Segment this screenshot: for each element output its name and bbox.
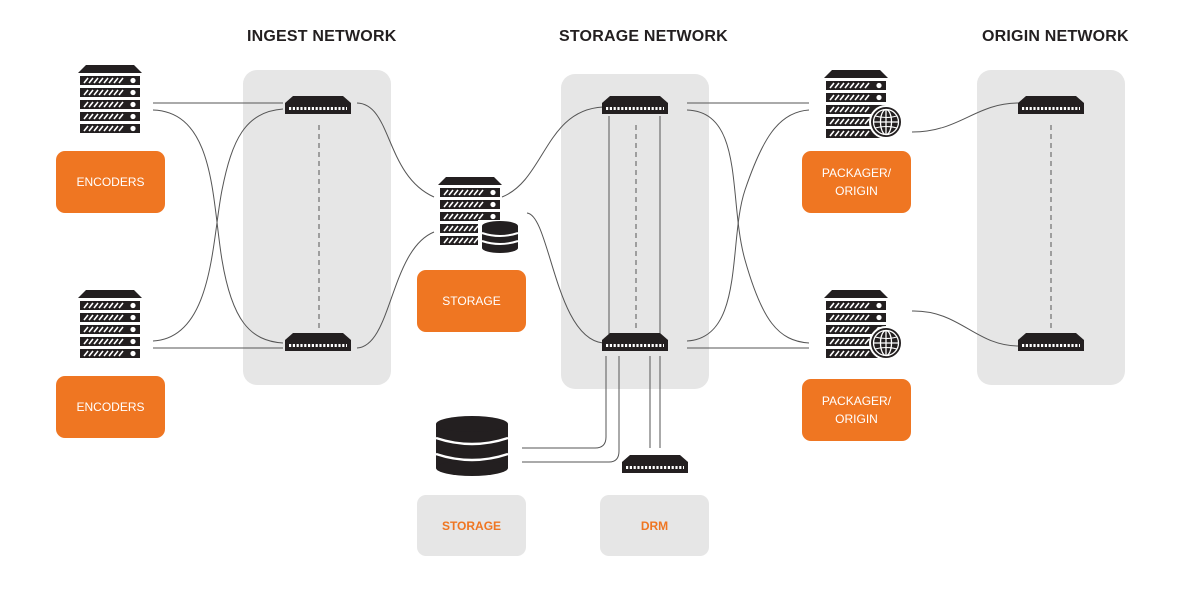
packager-origin-label-top: PACKAGER/ ORIGIN (802, 151, 911, 213)
bottom-database-icon (435, 416, 509, 476)
globe-icon-bottom (869, 326, 903, 360)
storage-database-icon (478, 220, 522, 254)
encoder-server-icon-top (77, 64, 143, 134)
origin-switch-icon-bottom (1016, 331, 1086, 353)
storage-label-bottom: STORAGE (417, 495, 526, 556)
link-encoder2-ingest1 (152, 108, 284, 342)
link-storage2-bottom-storage (522, 356, 607, 449)
link-storage2-packager1 (686, 109, 810, 342)
origin-network-heading: ORIGIN NETWORK (982, 28, 1129, 45)
packager-origin-label-bottom: PACKAGER/ ORIGIN (802, 379, 911, 441)
storage-network-heading: STORAGE NETWORK (559, 28, 728, 45)
link-packager2-origin2 (911, 310, 1020, 347)
storage-switch-icon-bottom (600, 331, 670, 353)
link-encoder1-ingest2 (152, 109, 284, 344)
encoders-label-top: ENCODERS (56, 151, 165, 213)
drm-label: DRM (600, 495, 709, 556)
ingest-switch-icon-bottom (283, 331, 353, 353)
link-storage2-bottom-storage-b (522, 356, 620, 463)
link-packager1-origin1 (911, 102, 1020, 133)
encoder-server-icon-bottom (77, 289, 143, 359)
connection-lines (152, 102, 1020, 463)
globe-icon-top (869, 105, 903, 139)
dashed-links (318, 125, 1052, 330)
encoders-label-bottom: ENCODERS (56, 376, 165, 438)
ingest-network-panel (243, 70, 391, 385)
ingest-network-heading: INGEST NETWORK (247, 28, 397, 45)
drm-switch-icon (620, 453, 690, 475)
link-ingest1-storage (356, 102, 435, 198)
link-ingest2-storage (356, 231, 435, 349)
storage-label-center: STORAGE (417, 270, 526, 332)
link-storage-storage2 (526, 212, 604, 344)
ingest-switch-icon-top (283, 94, 353, 116)
storage-switch-icon-top (600, 94, 670, 116)
origin-switch-icon-top (1016, 94, 1086, 116)
link-storage1-packager2 (686, 109, 810, 344)
link-storage-storage1 (501, 106, 604, 198)
